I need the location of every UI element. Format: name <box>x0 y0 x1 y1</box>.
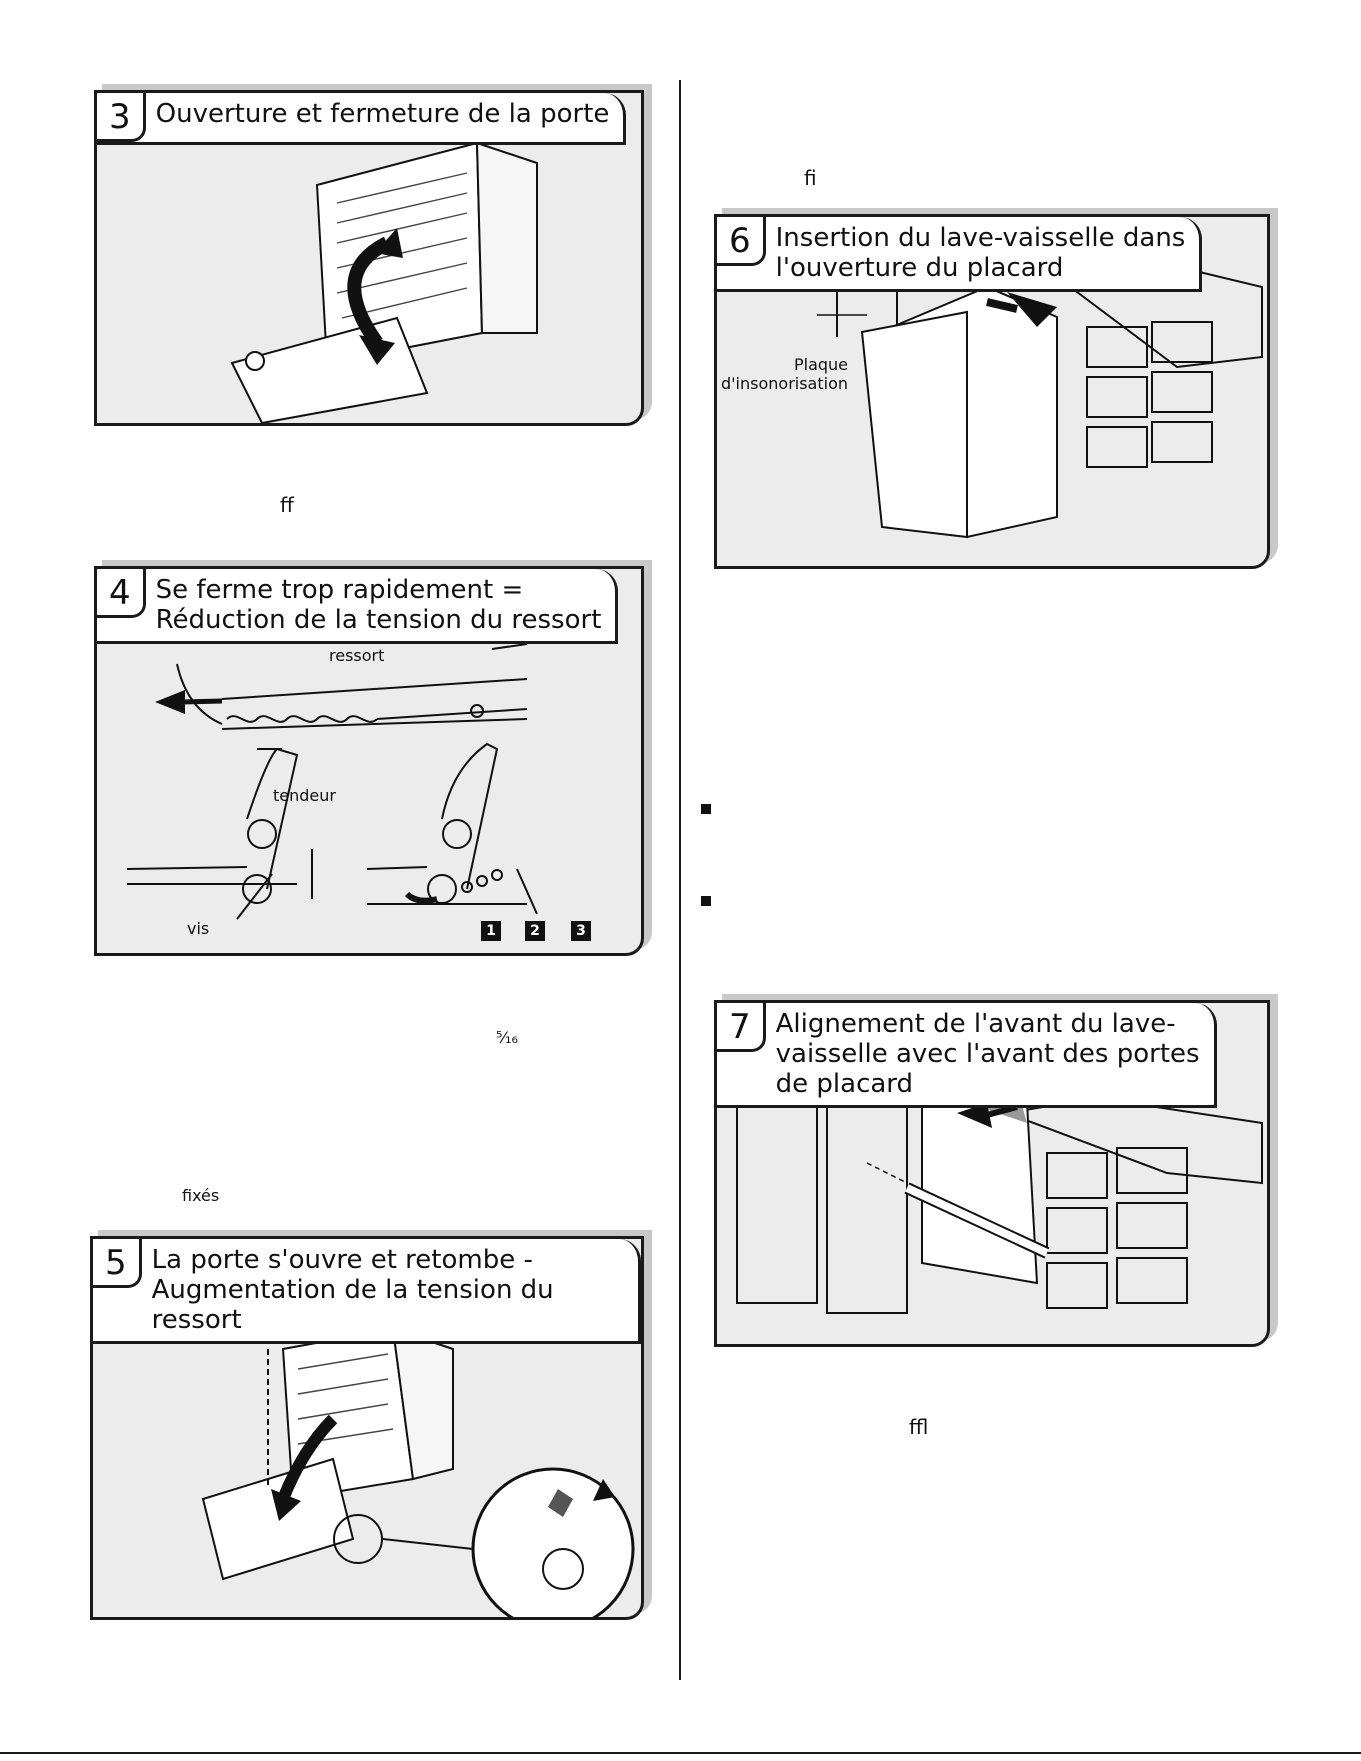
panel-step-6: Plaque d'insonorisation 6 Insertion du l… <box>714 214 1270 569</box>
step-number: 4 <box>97 569 146 618</box>
panel-step-4: ressort tendeur vis 1 2 3 4 Se ferme tro… <box>94 566 644 956</box>
step-number: 6 <box>717 217 766 266</box>
position-box-1: 1 <box>481 921 501 941</box>
step-number: 3 <box>97 93 146 142</box>
label-ressort: ressort <box>329 646 385 665</box>
stray-ligature-fi: fi <box>804 166 817 190</box>
label-tendeur: tendeur <box>273 786 336 805</box>
spring-tension-illustration <box>126 643 538 920</box>
label-plaque-insonorisation: Plaque d'insonorisation <box>721 355 849 393</box>
column-divider <box>679 80 681 1680</box>
bullet-marker <box>701 896 711 906</box>
dishwasher-door-illustration <box>230 141 538 423</box>
page-bottom-rule <box>0 1752 1361 1754</box>
panel-header: 3 Ouverture et fermeture de la porte <box>97 93 627 145</box>
panel-step-3: 3 Ouverture et fermeture de la porte <box>94 90 644 426</box>
stray-ligature-ff: ff <box>280 493 294 517</box>
stray-fraction: ⁵⁄₁₆ <box>496 1028 518 1047</box>
step-title: La porte s'ouvre et retombe - Augmentati… <box>151 1245 554 1335</box>
label-vis: vis <box>187 919 210 938</box>
panel-header: 5 La porte s'ouvre et retombe - Augmenta… <box>93 1239 641 1344</box>
step-title: Ouverture et fermeture de la porte <box>155 99 610 129</box>
position-box-3: 3 <box>571 921 591 941</box>
step-number: 5 <box>93 1239 142 1288</box>
door-drop-illustration <box>201 1327 635 1617</box>
panel-header: 4 Se ferme trop rapidement = Réduction d… <box>97 569 619 644</box>
step-number: 7 <box>717 1003 766 1052</box>
step-title: Insertion du lave-vaisselle dans l'ouver… <box>775 223 1186 283</box>
panel-step-7: 7 Alignement de l'avant du lave- vaissel… <box>714 1000 1270 1347</box>
panel-header: 6 Insertion du lave-vaisselle dans l'ouv… <box>717 217 1203 292</box>
bullet-marker <box>701 804 711 814</box>
panel-step-5: 5 La porte s'ouvre et retombe - Augmenta… <box>90 1236 644 1620</box>
stray-word-fixes: fixés <box>182 1186 220 1205</box>
stray-ligature-ffl: ffl <box>909 1415 929 1439</box>
step-title: Alignement de l'avant du lave- vaisselle… <box>775 1009 1200 1099</box>
position-box-2: 2 <box>525 921 545 941</box>
dishwasher-insert-illustration <box>817 255 1263 539</box>
panel-header: 7 Alignement de l'avant du lave- vaissel… <box>717 1003 1217 1108</box>
step-title: Se ferme trop rapidement = Réduction de … <box>155 575 602 635</box>
